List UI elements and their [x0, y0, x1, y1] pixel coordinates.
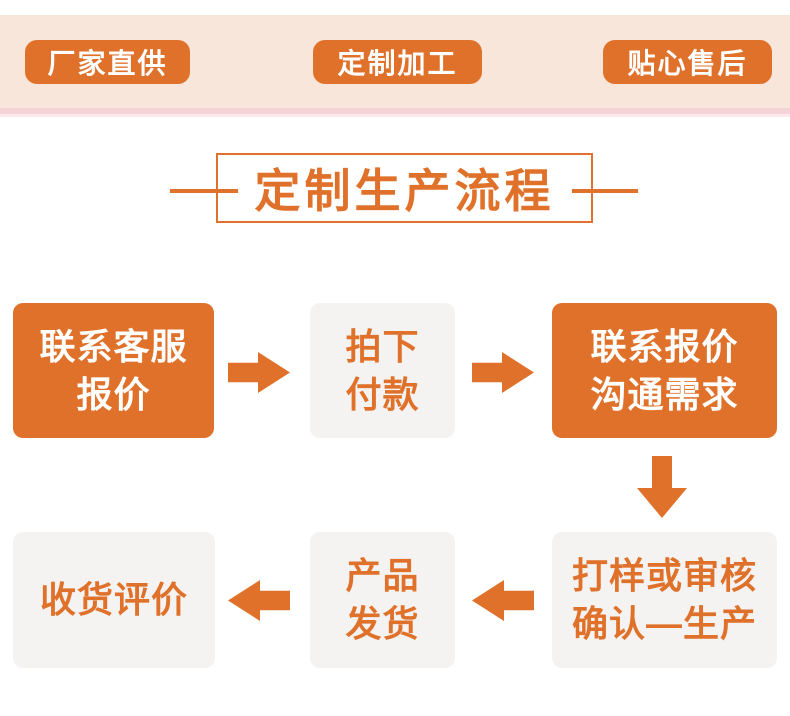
step-line: 联系客服 [39, 325, 188, 367]
step-line: 确认—生产 [571, 603, 757, 644]
banner-bottom-strip [0, 108, 790, 114]
step-line: 报价 [76, 373, 151, 415]
section-title-box: 定制生产流程 [216, 153, 593, 223]
section-title: 定制生产流程 [254, 165, 555, 217]
title-dash-right [572, 189, 638, 193]
badge-label: 厂家直供 [47, 48, 168, 79]
step-line: 打样或审核 [571, 555, 757, 597]
step-line: 拍下 [345, 325, 420, 367]
badge-custom-processing: 定制加工 [313, 40, 482, 84]
step-line: 收货评价 [39, 579, 188, 621]
flow-step-sample-review-produce: 打样或审核 确认—生产 [552, 532, 777, 668]
step-line: 产品 [345, 555, 420, 597]
step-line: 发货 [345, 603, 420, 644]
arrow-down-icon [637, 456, 687, 518]
arrow-right-icon [228, 352, 290, 393]
arrow-right-icon [472, 352, 534, 393]
flow-step-contact-service-quote: 联系客服 报价 [13, 303, 214, 438]
step-line: 联系报价 [590, 325, 739, 367]
banner-bottom-strip-fade [0, 114, 790, 117]
flow-step-product-ship: 产品 发货 [310, 532, 455, 668]
flow-step-contact-quote-needs: 联系报价 沟通需求 [552, 303, 777, 438]
step-line: 沟通需求 [590, 373, 739, 415]
arrow-left-icon [472, 580, 534, 621]
badge-label: 定制加工 [337, 48, 458, 79]
flow-step-place-order-pay: 拍下 付款 [310, 303, 455, 438]
badge-factory-direct: 厂家直供 [25, 40, 190, 84]
title-dash-left [170, 189, 238, 193]
feature-banner: 厂家直供 定制加工 贴心售后 [0, 15, 790, 108]
step-line: 付款 [345, 373, 420, 415]
flow-step-receive-review: 收货评价 [13, 532, 215, 668]
badge-label: 贴心售后 [627, 48, 748, 79]
badge-after-sales: 贴心售后 [603, 40, 772, 84]
arrow-left-icon [228, 580, 290, 621]
